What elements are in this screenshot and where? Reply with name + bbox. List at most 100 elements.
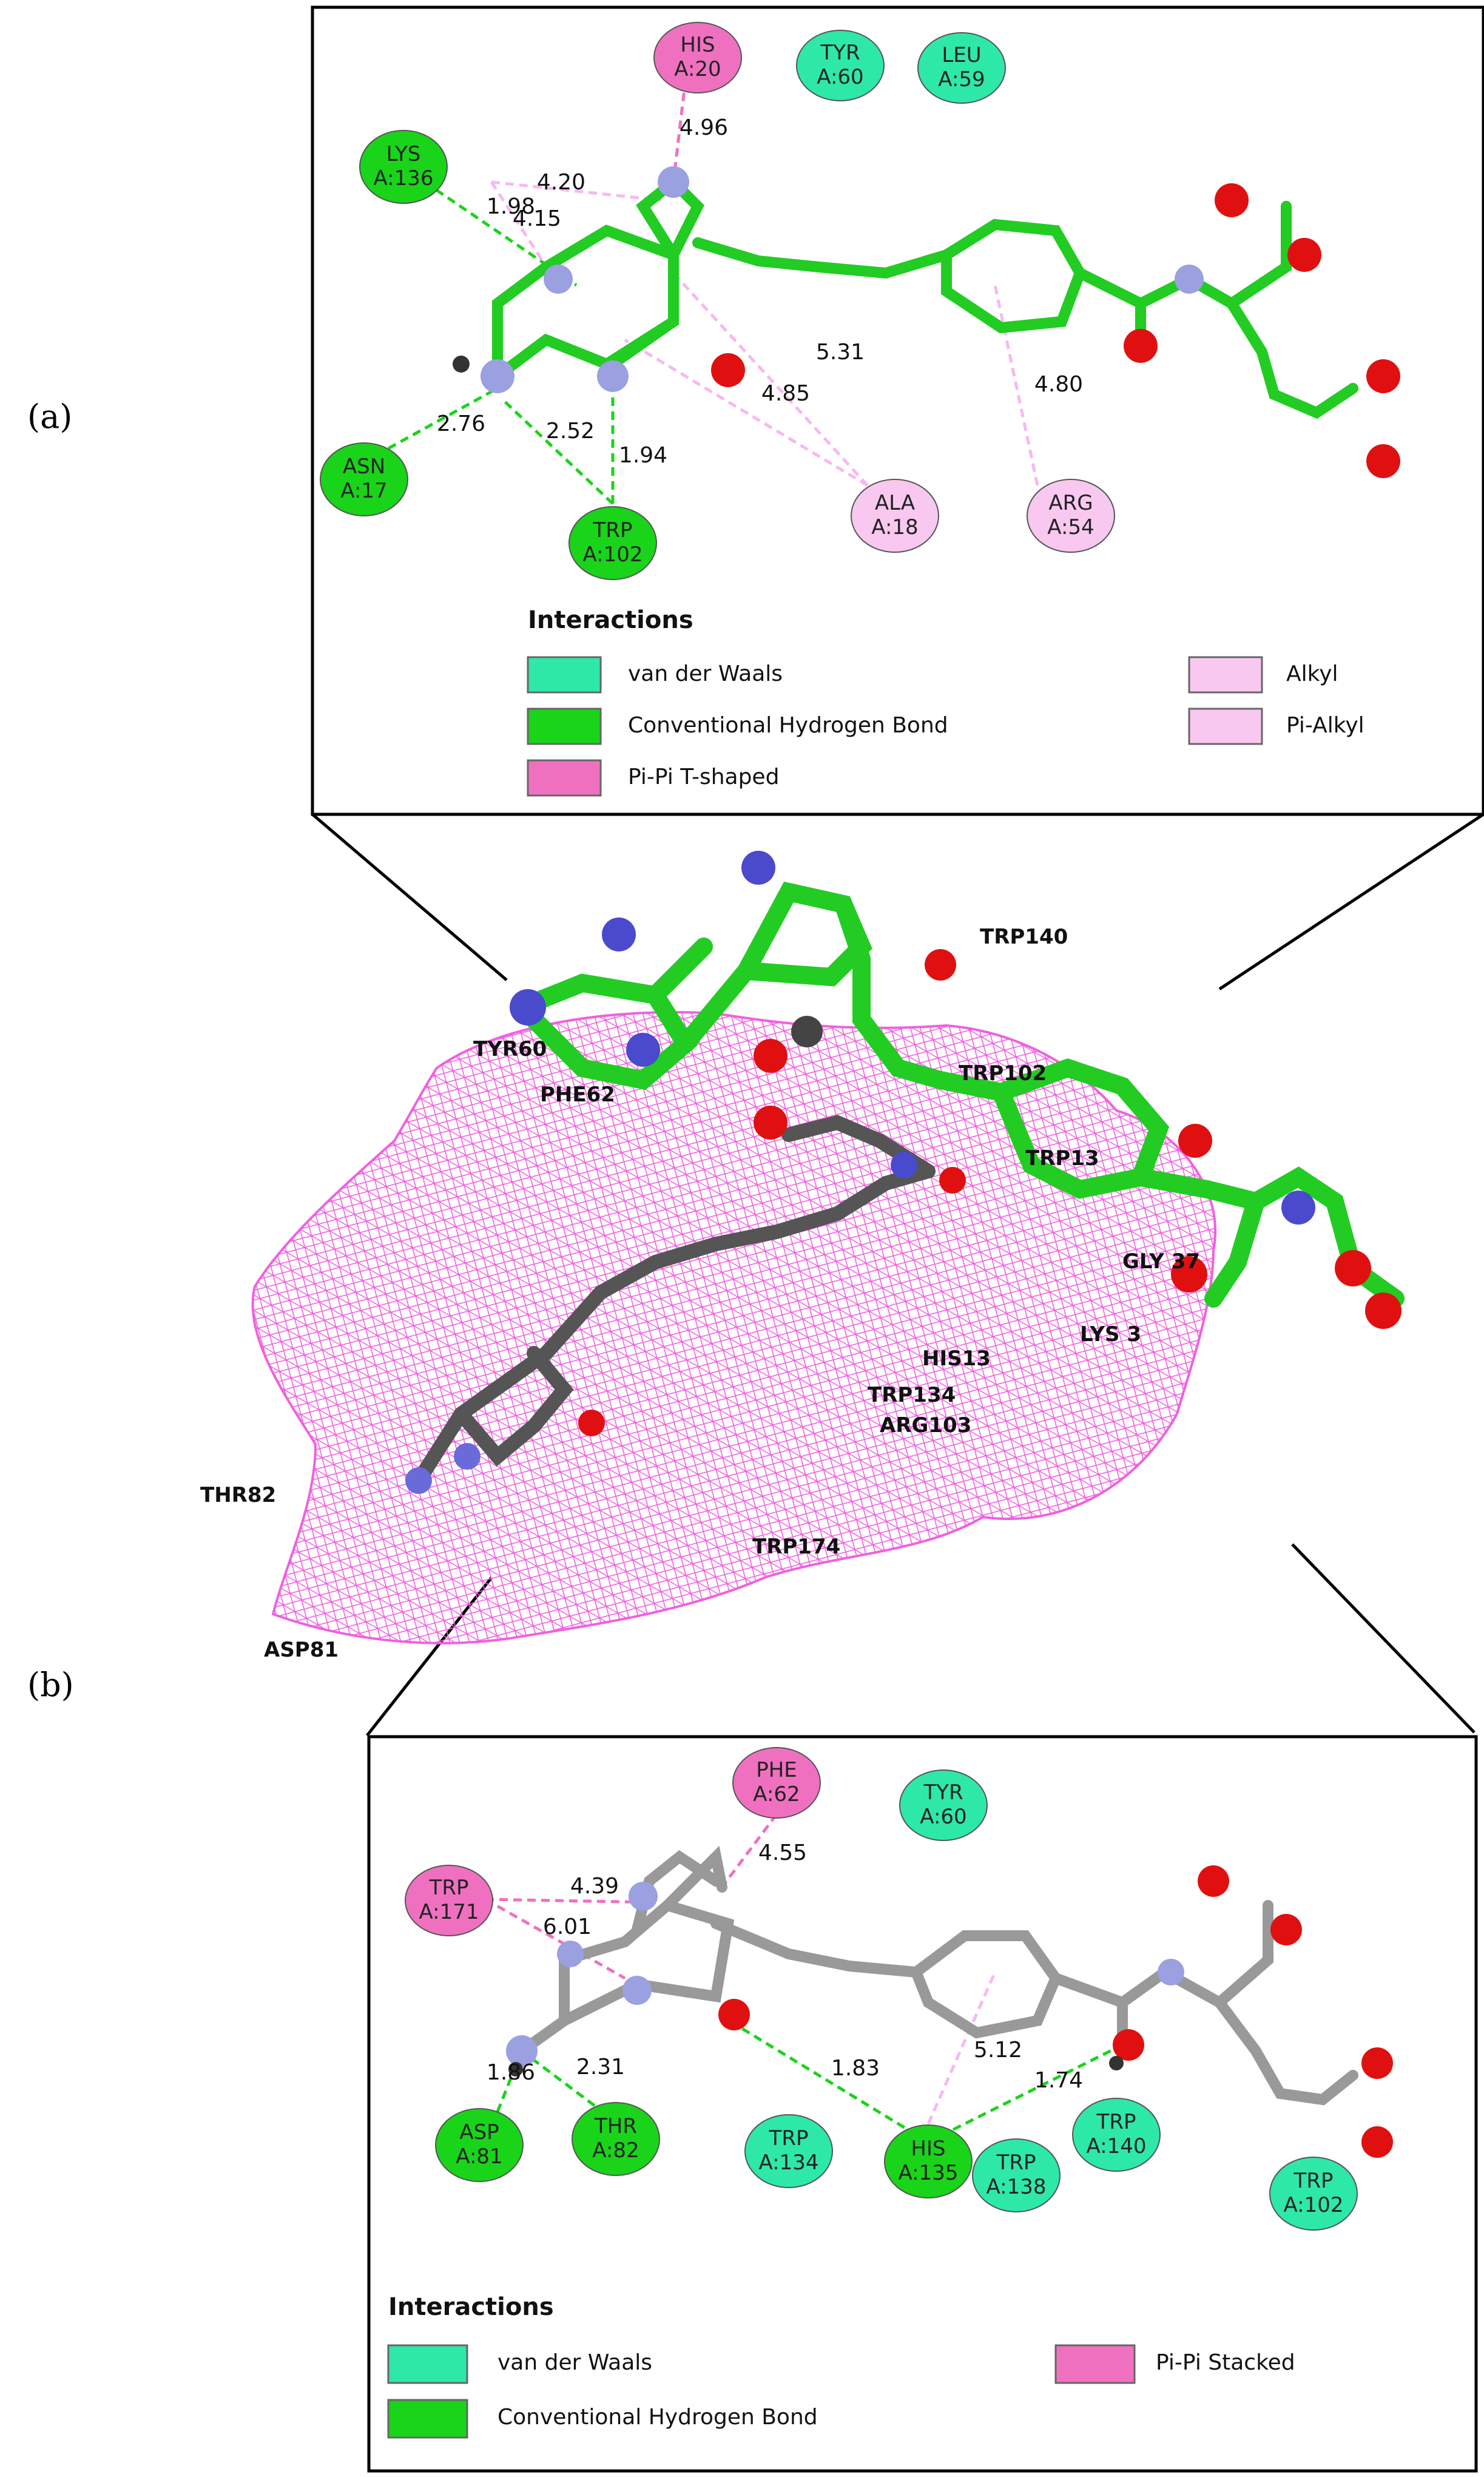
svg-text:A:138: A:138 [986, 2175, 1046, 2199]
binding-site-3d: TRP140 TYR60 PHE62 TRP102 TRP13 GLY 37 H… [200, 851, 1405, 1662]
distance-label: 4.85 [761, 381, 810, 406]
residue-arg-a54: ARG A:54 [1027, 479, 1115, 553]
distance-label: 1.83 [831, 2056, 880, 2081]
distance-label: 4.39 [570, 1874, 619, 1899]
panel-a-frame [311, 5, 1484, 816]
distance-label: 4.20 [537, 170, 585, 195]
legend-item: van der Waals [497, 2350, 652, 2375]
svg-text:A:20: A:20 [674, 57, 721, 81]
residue-label-3d: PHE62 [540, 1083, 615, 1107]
residue-label-3d: ASP81 [264, 1638, 339, 1662]
distance-label: 1.98 [487, 194, 535, 219]
residue-trp-a138: TRP A:138 [972, 2138, 1061, 2212]
legend-item: Pi-Pi Stacked [1156, 2350, 1295, 2375]
svg-text:A:134: A:134 [758, 2151, 818, 2175]
legend-item: Conventional Hydrogen Bond [628, 713, 948, 738]
ligand-b [506, 1845, 1393, 2158]
svg-text:TRP: TRP [1096, 2110, 1136, 2134]
svg-text:A:135: A:135 [898, 2161, 958, 2185]
residue-leu-a59: LEU A:59 [917, 32, 1006, 104]
residue-trp-a140: TRP A:140 [1072, 2098, 1161, 2172]
svg-text:A:136: A:136 [373, 166, 433, 191]
svg-text:LYS: LYS [386, 142, 421, 166]
svg-text:A:62: A:62 [753, 1782, 800, 1806]
legend-item: Alkyl [1286, 661, 1338, 686]
legend-item: Pi-Pi T-shaped [628, 765, 779, 789]
distance-label: 5.12 [974, 2038, 1022, 2063]
distance-label: 2.76 [437, 411, 485, 436]
legend-a: Interactions van der Waals Conventional … [527, 606, 1364, 797]
residue-label-3d: ARG103 [880, 1413, 971, 1438]
panel-label-a: (a) [27, 397, 73, 436]
svg-text:PHE: PHE [756, 1758, 797, 1782]
ligand-a [453, 166, 1400, 478]
svg-text:ALA: ALA [875, 491, 915, 515]
svg-text:A:81: A:81 [456, 2144, 502, 2169]
residue-asp-a81: ASP A:81 [435, 2108, 524, 2182]
legend-item: Conventional Hydrogen Bond [497, 2405, 818, 2430]
svg-text:A:17: A:17 [340, 479, 387, 503]
svg-text:HIS: HIS [911, 2137, 945, 2161]
svg-text:A:59: A:59 [938, 67, 985, 92]
svg-text:A:18: A:18 [871, 515, 918, 539]
svg-text:TYR: TYR [820, 41, 860, 65]
svg-text:A:60: A:60 [817, 65, 863, 89]
panel-a: HIS A:20 TYR A:60 LEU A:59 LYS A:136 ASN… [311, 5, 1484, 816]
residue-label-3d: TRP140 [980, 925, 1068, 949]
residue-label-3d: TYR60 [473, 1037, 547, 1061]
legend-title: Interactions [388, 2293, 554, 2321]
svg-text:A:54: A:54 [1047, 515, 1094, 539]
protein-surface-mesh [251, 1011, 1217, 1644]
svg-text:TRP: TRP [1293, 2169, 1334, 2193]
distance-label: 1.94 [619, 443, 667, 468]
residue-label-3d: THR82 [200, 1483, 276, 1507]
svg-text:ASP: ASP [459, 2120, 499, 2144]
residue-lys-a136: LYS A:136 [359, 130, 448, 204]
distance-label: 5.31 [816, 340, 865, 365]
svg-text:TRP: TRP [996, 2151, 1036, 2175]
distance-label: 1.86 [487, 2060, 535, 2085]
legend-item: Pi-Alkyl [1286, 713, 1364, 738]
svg-text:A:171: A:171 [419, 1900, 479, 1924]
residue-thr-a82: THR A:82 [572, 2102, 660, 2176]
residue-label-3d: LYS 3 [1080, 1322, 1141, 1347]
svg-text:A:60: A:60 [920, 1805, 966, 1829]
residue-label-3d: TRP13 [1025, 1146, 1099, 1171]
residue-tyr-a60: TYR A:60 [899, 1769, 988, 1841]
residue-label-3d: HIS13 [922, 1347, 991, 1371]
residue-trp-a171: TRP A:171 [405, 1865, 493, 1936]
residue-tyr-a60: TYR A:60 [796, 30, 885, 101]
panel-b-frame [367, 1735, 1478, 2473]
residue-ala-a18: ALA A:18 [851, 479, 939, 553]
legend-title: Interactions [528, 606, 693, 634]
distance-label: 1.74 [1034, 2068, 1083, 2093]
svg-text:TYR: TYR [923, 1780, 963, 1805]
svg-text:A:102: A:102 [582, 542, 643, 567]
distance-label: 4.15 [513, 206, 561, 231]
residue-label-3d: TRP134 [868, 1383, 956, 1407]
svg-text:A:82: A:82 [592, 2138, 639, 2163]
distance-label: 2.31 [576, 2055, 625, 2080]
residue-his-a20: HIS A:20 [653, 22, 742, 93]
distance-label: 4.96 [680, 115, 728, 140]
svg-text:ARG: ARG [1048, 491, 1093, 515]
residue-label-3d: GLY 37 [1122, 1249, 1200, 1274]
svg-text:HIS: HIS [680, 33, 715, 57]
svg-text:A:102: A:102 [1283, 2193, 1343, 2217]
residue-label-3d: TRP102 [959, 1061, 1047, 1086]
interaction-lines-b [484, 1813, 1118, 2144]
distance-label: 4.55 [758, 1840, 807, 1865]
residue-label-3d: TRP174 [752, 1535, 840, 1559]
svg-text:TRP: TRP [769, 2126, 809, 2151]
svg-text:TRP: TRP [429, 1876, 469, 1900]
svg-text:A:140: A:140 [1086, 2134, 1146, 2158]
legend-b: Interactions van der Waals Conventional … [387, 2293, 1295, 2439]
svg-text:LEU: LEU [942, 43, 981, 67]
panel-label-b: (b) [27, 1666, 74, 1704]
residue-trp-a102: TRP A:102 [568, 506, 657, 580]
residue-asn-a17: ASN A:17 [320, 442, 408, 516]
residue-trp-a102: TRP A:102 [1269, 2157, 1358, 2231]
residue-his-a135: HIS A:135 [884, 2124, 973, 2198]
svg-text:ASN: ASN [343, 455, 385, 479]
